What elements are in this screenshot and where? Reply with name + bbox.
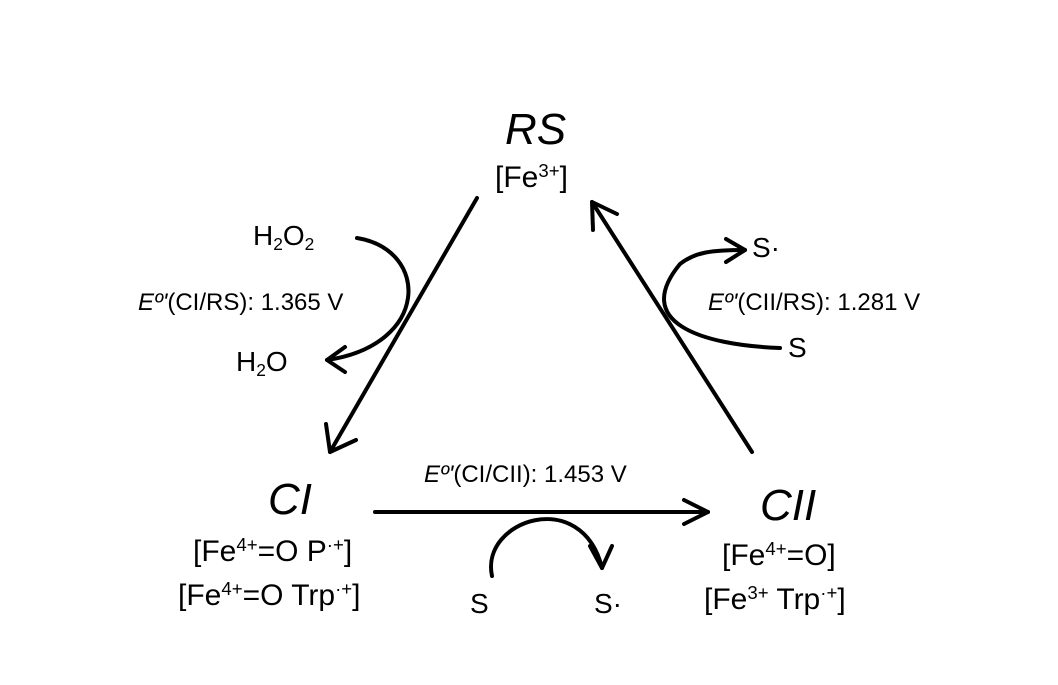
product-h2o: H2O	[236, 346, 288, 381]
state-ci-name: CI	[268, 475, 312, 524]
potential-ci-rs: Eº'(CI/RS): 1.365 V	[138, 289, 344, 316]
arrow-rs-to-ci	[324, 196, 479, 454]
state-rs-name: RS	[505, 105, 567, 154]
reactant-s-right: S	[788, 332, 807, 363]
potential-ci-cii: Eº'(CI/CII): 1.453 V	[424, 461, 627, 488]
product-s-radical-bottom: S·	[594, 588, 622, 619]
product-s-radical-right: S·	[752, 232, 780, 263]
reactant-s-bottom: S	[470, 588, 489, 619]
curved-arrow-h2o2-to-h2o	[325, 236, 411, 374]
curved-arrow-s-to-s-radical-bottom	[489, 517, 614, 578]
state-ci-oxidation-1: [Fe4+=O P·+]	[193, 533, 353, 568]
state-rs-oxidation: [Fe3+]	[495, 159, 568, 194]
potential-cii-rs: Eº'(CII/RS): 1.281 V	[708, 289, 921, 316]
reactant-h2o2: H2O2	[253, 220, 315, 255]
curved-arrow-s-to-s-radical-right	[662, 237, 782, 350]
state-cii-oxidation-2: [Fe3+ Trp·+]	[704, 581, 846, 616]
arrow-cii-to-rs	[590, 200, 754, 454]
state-cii-oxidation-1: [Fe4+=O]	[722, 537, 836, 572]
state-ci-oxidation-2: [Fe4+=O Trp·+]	[178, 577, 361, 612]
arrow-ci-to-cii	[373, 498, 710, 526]
state-cii-name: CII	[760, 481, 817, 530]
